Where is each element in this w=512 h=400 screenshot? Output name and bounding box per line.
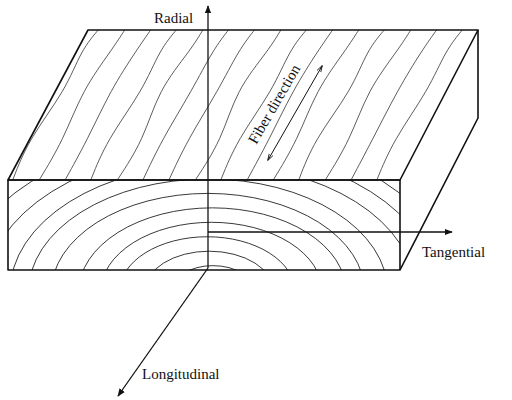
- growth-ring: [8, 180, 400, 270]
- growth-ring: [8, 180, 400, 270]
- growth-ring: [8, 180, 400, 270]
- grain-lines: [0, 28, 512, 182]
- growth-rings: [8, 180, 400, 270]
- grain-line: [116, 28, 204, 182]
- growth-ring: [8, 180, 400, 270]
- grain-line: [12, 28, 100, 182]
- growth-ring: [8, 180, 400, 270]
- growth-ring: [101, 222, 322, 270]
- direction-label: Fiber direction: [244, 60, 305, 149]
- growth-ring: [8, 180, 400, 270]
- grain-line: [272, 28, 360, 182]
- grain-line: [246, 28, 334, 182]
- grain-line: [298, 28, 386, 182]
- growth-ring: [119, 237, 294, 270]
- radial-axis: [207, 6, 208, 268]
- axis-label: Longitudinal: [140, 366, 222, 383]
- grain-line: [402, 28, 490, 182]
- axis-label: Radial: [152, 10, 195, 27]
- growth-ring: [8, 180, 400, 270]
- grain-line: [168, 28, 256, 182]
- tangential-axis: [208, 231, 452, 232]
- grain-line: [0, 28, 48, 182]
- grain-line: [0, 28, 74, 182]
- grain-line: [350, 28, 438, 182]
- growth-ring: [79, 208, 346, 270]
- grain-line: [324, 28, 412, 182]
- axis-label: Tangential: [420, 244, 487, 261]
- axes: [118, 6, 452, 396]
- grain-line: [428, 28, 512, 182]
- grain-line: [376, 28, 464, 182]
- block-outline: [8, 30, 478, 270]
- grain-line: [142, 28, 230, 182]
- grain-line: [90, 28, 178, 182]
- grain-line: [38, 28, 126, 182]
- growth-ring: [10, 180, 400, 270]
- grain-line: [220, 28, 308, 182]
- growth-ring: [144, 251, 274, 270]
